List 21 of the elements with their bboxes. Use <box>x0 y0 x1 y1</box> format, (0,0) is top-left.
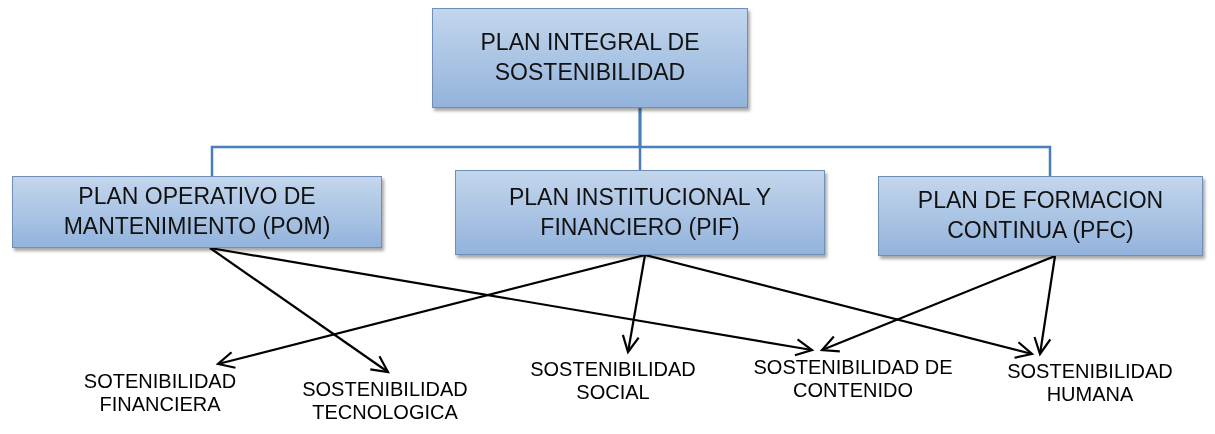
plan-title: PLAN INSTITUCIONAL Y FINANCIERO (PIF) <box>508 182 772 242</box>
category-label: SOSTENIBILIDAD DE CONTENIDO <box>738 356 968 402</box>
arrow <box>644 253 1034 359</box>
connector-line <box>638 108 1052 176</box>
plan-title: PLAN OPERATIVO DE MANTENIMIENTO (POM) <box>62 182 332 241</box>
category-label: SOSTENIBILIDAD HUMANA <box>975 360 1205 406</box>
category-label: SOSTENIBILIDAD SOCIAL <box>498 358 728 404</box>
arrow <box>216 253 646 369</box>
plan-title: PLAN INTEGRAL DE SOSTENIBILIDAD <box>479 28 701 87</box>
arrow <box>209 247 390 374</box>
arrow <box>820 255 1056 353</box>
arrow <box>209 246 814 357</box>
plan-box <box>878 176 1203 256</box>
plan-box <box>12 176 382 248</box>
category-label: SOSTENIBILIDAD TECNOLOGICA <box>270 378 500 424</box>
arrow <box>1033 255 1057 356</box>
plan-box <box>432 8 748 108</box>
plan-box <box>455 170 825 255</box>
category-label: SOTENIBILIDAD FINANCIERA <box>55 370 265 416</box>
arrow <box>621 254 647 354</box>
plan-title: PLAN DE FORMACION CONTINUA (PFC) <box>916 186 1165 245</box>
